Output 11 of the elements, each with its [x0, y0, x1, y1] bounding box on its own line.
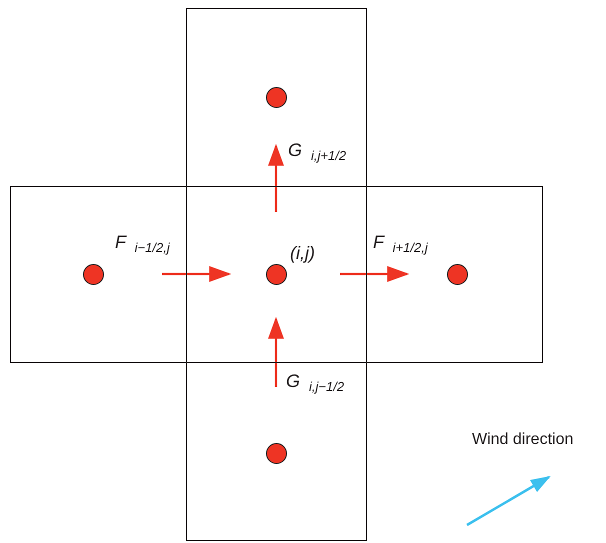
cell-center-dot: [266, 86, 286, 108]
cell-center-dot: [266, 264, 287, 285]
flux-label: G $_{i,j−1/2}$: [286, 371, 344, 396]
note-label: Wind direction: [472, 430, 574, 450]
flux-label: F $_{i+1/2,j}$: [373, 232, 428, 257]
flux-label: G $_{i,j+1/2}$: [288, 140, 346, 165]
cell-center-dot: [82, 264, 104, 284]
cell-center-dot: [446, 264, 468, 284]
flux-label: F $_{i−1/2,j}$: [115, 232, 170, 257]
cell-label: (i,j): [290, 243, 315, 263]
cell-center-dot: [266, 442, 286, 464]
